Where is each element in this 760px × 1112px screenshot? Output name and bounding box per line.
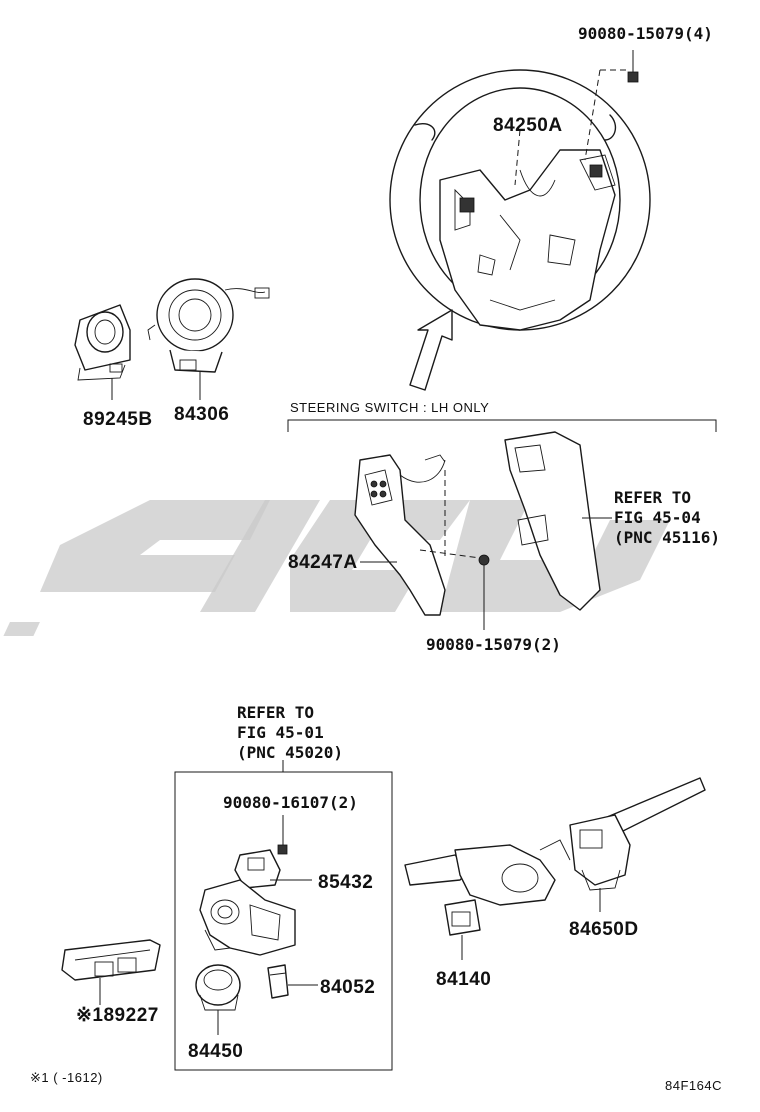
- arrow-icon: [409, 309, 453, 391]
- ignition-switch-part: [195, 964, 241, 1035]
- bolt-lock-label: 90080-16107(2): [223, 793, 358, 812]
- refer-1-line3: (PNC 45116): [614, 528, 720, 547]
- refer-2-line1: REFER TO: [237, 703, 314, 722]
- wiper-switch-label: 84650D: [569, 919, 639, 940]
- ecu-part: [61, 939, 161, 1005]
- steering-switch-cover-part: [504, 431, 612, 611]
- bolt-top-icon: [627, 50, 639, 83]
- refer-2-line3: (PNC 45020): [237, 743, 343, 762]
- refer-1-line2: FIG 45-04: [614, 508, 701, 527]
- steering-switch-note: STEERING SWITCH : LH ONLY: [290, 400, 489, 415]
- bolt-lock-icon: [277, 815, 288, 855]
- turn-switch-part: [404, 839, 571, 960]
- refer-1-line1: REFER TO: [614, 488, 691, 507]
- steering-switch-a-label: 84250A: [493, 115, 563, 136]
- refer-2-line2: FIG 45-01: [237, 723, 324, 742]
- spiral-cable-label: 84306: [174, 404, 229, 425]
- watermark-logo: [3, 500, 670, 636]
- lock-assembly-part: [199, 879, 296, 956]
- lock-part: [234, 849, 312, 889]
- footnote: ※1 ( -1612): [30, 1070, 103, 1085]
- spiral-cable-sub-label: 89245B: [83, 409, 153, 430]
- bolt-mid-label: 90080-15079(2): [426, 635, 561, 654]
- bolt-mid-icon: [478, 554, 490, 630]
- steering-switch-bracket: [287, 419, 717, 432]
- bolt-top-label: 90080-15079(4): [578, 24, 713, 43]
- spiral-cable-sub-part: [74, 304, 131, 400]
- spiral-cable-part: [147, 278, 270, 400]
- ecu-part-label: ※189227: [76, 1005, 159, 1026]
- lock-part-label: 85432: [318, 872, 373, 893]
- ignition-part: [267, 964, 318, 999]
- turn-switch-label: 84140: [436, 969, 491, 990]
- ignition-switch-label: 84450: [188, 1041, 243, 1062]
- steering-switch-lh-part: [354, 454, 481, 616]
- wiper-switch-part: [569, 777, 706, 912]
- switch-lh-label: 84247A: [288, 552, 358, 573]
- steering-wheel: [389, 69, 651, 331]
- diagram-code: 84F164C: [665, 1078, 722, 1093]
- ignition-part-label: 84052: [320, 977, 375, 998]
